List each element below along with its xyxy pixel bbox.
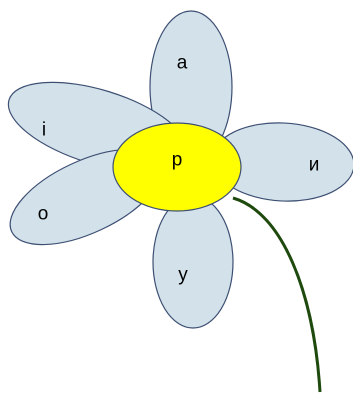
petal-upper-left-letter: і bbox=[42, 120, 46, 141]
flower-center: р bbox=[113, 123, 241, 211]
flower-stem bbox=[233, 198, 320, 392]
petal-right-letter: и bbox=[309, 155, 320, 176]
petal-lower-left-letter: о bbox=[38, 204, 49, 225]
petal-bottom: у bbox=[153, 196, 233, 328]
center-letter: р bbox=[172, 150, 183, 171]
petal-top-letter: а bbox=[177, 53, 188, 74]
petal-bottom-letter: у bbox=[178, 265, 188, 286]
